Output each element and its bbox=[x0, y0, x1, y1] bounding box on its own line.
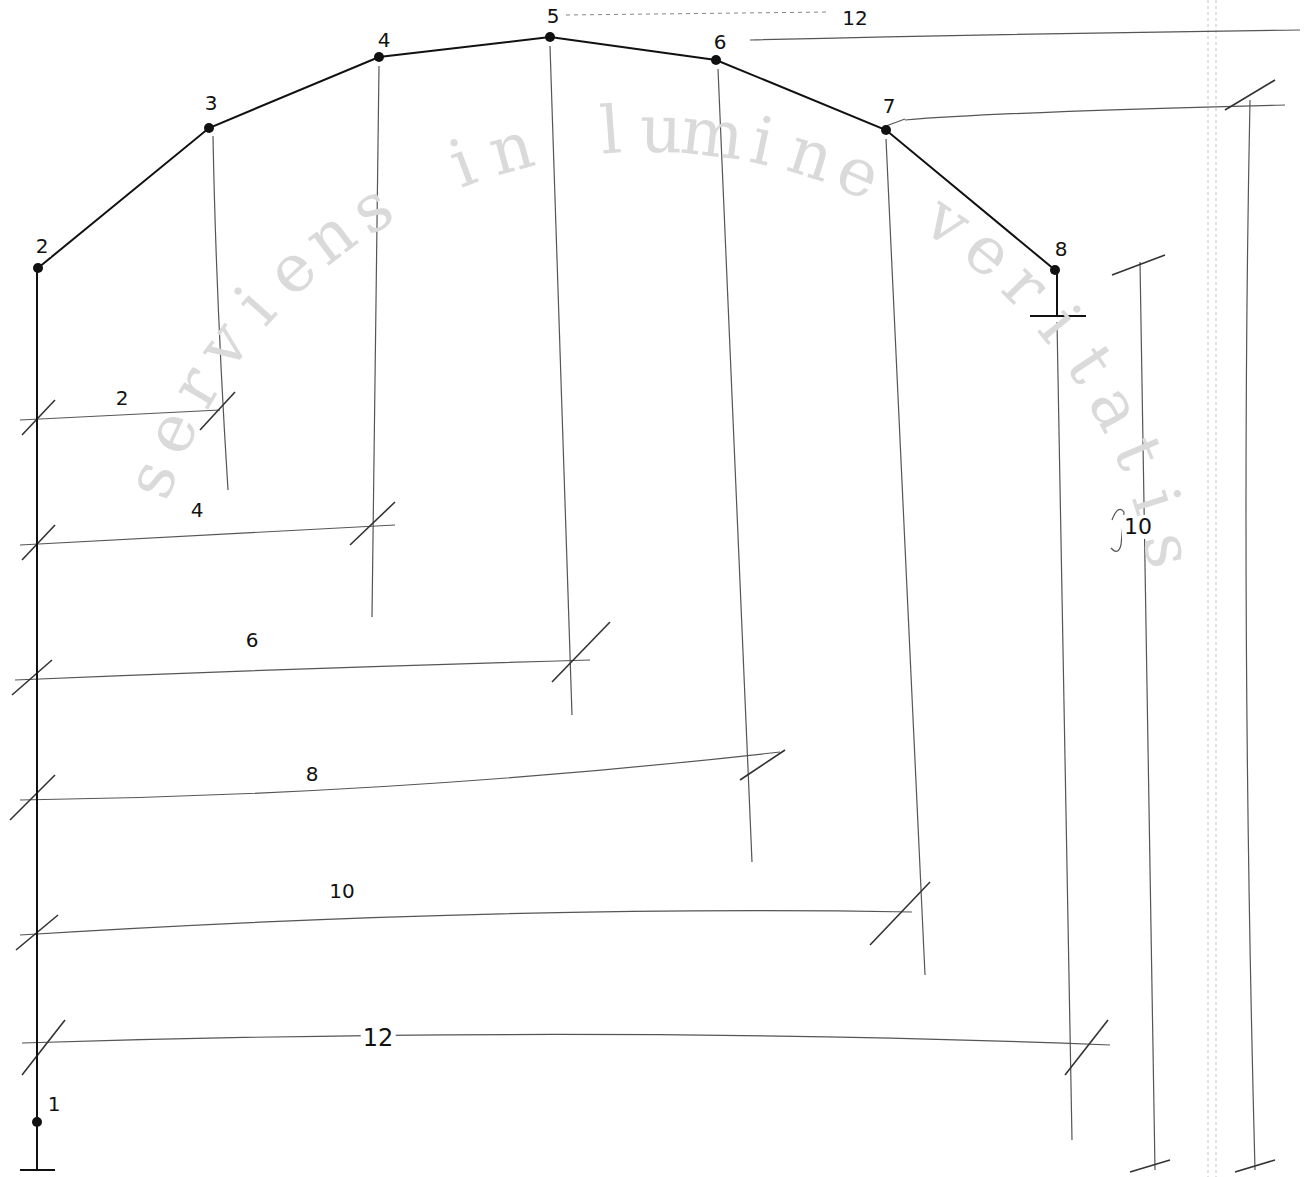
watermark-letter: m bbox=[677, 97, 747, 170]
dimension-value: 12 bbox=[361, 1025, 396, 1051]
watermark-letter: s bbox=[340, 172, 403, 246]
dimension-value: 10 bbox=[1122, 515, 1154, 539]
joint-number: 1 bbox=[46, 1093, 63, 1115]
dimension-value: 12 bbox=[840, 7, 869, 29]
watermark-letter: i bbox=[745, 108, 780, 177]
joint-number: 4 bbox=[376, 29, 393, 51]
watermark-letter: v bbox=[186, 311, 261, 380]
watermark-letter: n bbox=[482, 111, 540, 186]
dimension-value: 2 bbox=[114, 387, 131, 409]
watermark-letter: e bbox=[828, 135, 890, 211]
dimension-value: 10 bbox=[327, 880, 356, 902]
watermark-letter: r bbox=[991, 251, 1060, 320]
watermark-letter: t bbox=[1102, 428, 1173, 478]
page-rule bbox=[1208, 0, 1216, 1177]
watermark-letter: e bbox=[133, 400, 209, 464]
watermark-letter: i bbox=[1027, 294, 1091, 352]
watermark-letter: a bbox=[1078, 375, 1155, 441]
watermark-letter: s bbox=[115, 452, 189, 506]
joint-dot bbox=[32, 32, 1060, 1127]
watermark-letter: i bbox=[224, 276, 287, 336]
watermark-letter: n bbox=[293, 198, 367, 276]
leader-line bbox=[566, 12, 830, 15]
joint-number: 5 bbox=[545, 5, 562, 27]
dimension-value: 6 bbox=[244, 629, 261, 651]
joint-number: 3 bbox=[203, 92, 220, 114]
joint-number: 6 bbox=[712, 31, 729, 53]
joint-number: 7 bbox=[881, 95, 898, 117]
watermark-letter: e bbox=[952, 214, 1024, 290]
watermark-letter: l bbox=[598, 98, 624, 165]
dimension-tick bbox=[10, 80, 1275, 1172]
watermark-letter: u bbox=[640, 97, 684, 164]
watermark-letter: i bbox=[441, 129, 484, 198]
frame-member bbox=[20, 37, 1086, 1170]
watermark-letter: r bbox=[159, 357, 232, 418]
watermark-letter: n bbox=[781, 117, 842, 193]
leader-line bbox=[15, 30, 1300, 1170]
dimension-value: 4 bbox=[189, 499, 206, 521]
watermark-letter: v bbox=[914, 184, 982, 260]
joint-number: 2 bbox=[34, 235, 51, 257]
watermark-letter: t bbox=[1055, 335, 1125, 394]
dimension-value: 8 bbox=[304, 763, 321, 785]
joint-number: 8 bbox=[1053, 238, 1070, 260]
watermark-letter: e bbox=[255, 232, 328, 307]
